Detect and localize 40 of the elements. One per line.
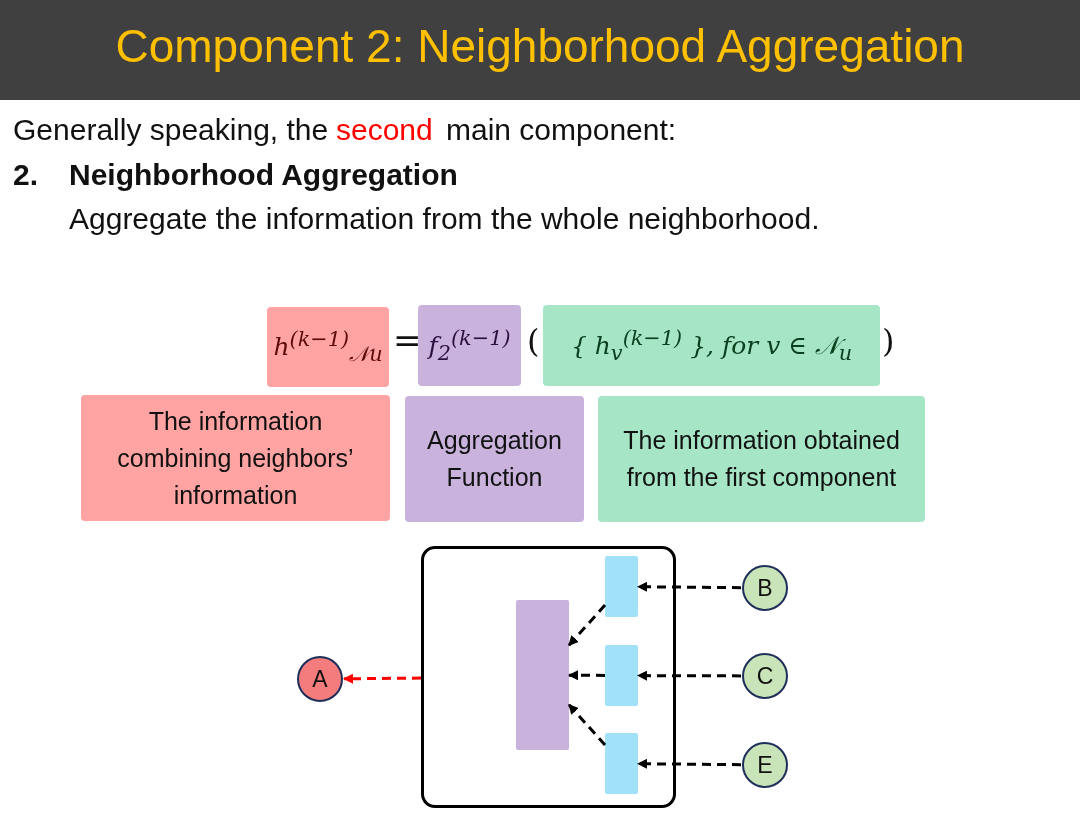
message-bar xyxy=(605,733,638,794)
slide-title: Component 2: Neighborhood Aggregation xyxy=(114,19,966,74)
parenthesis: ) xyxy=(882,322,895,360)
arrow xyxy=(568,670,605,681)
description-box xyxy=(81,395,390,521)
formula-box xyxy=(267,307,389,387)
node-circle xyxy=(297,656,343,702)
body-text: Aggregate the information from the whole neighborhood. xyxy=(69,202,820,236)
list-heading: Neighborhood Aggregation xyxy=(69,158,458,192)
node-letter: E xyxy=(757,750,773,780)
aggregation-bar xyxy=(516,600,569,750)
list-number: 2. xyxy=(13,158,39,192)
arrow xyxy=(343,673,421,684)
arrow xyxy=(637,670,741,681)
equals-sign: = xyxy=(393,320,422,360)
description-text: The information combining neighbors’ information xyxy=(116,405,355,511)
highlight-word: second xyxy=(336,113,433,147)
intro-text: Generally speaking, the xyxy=(13,113,329,147)
formula-box xyxy=(418,305,521,386)
description-text: The information obtained from the first component xyxy=(622,425,901,493)
parenthesis: ( xyxy=(527,322,540,360)
node-letter: C xyxy=(756,661,774,691)
description-box xyxy=(598,396,925,522)
message-bar xyxy=(605,645,638,706)
arrow xyxy=(637,758,741,769)
layer-frame xyxy=(421,546,676,808)
node-letter: B xyxy=(757,573,773,603)
node-letter: A xyxy=(312,664,328,694)
formula-box xyxy=(543,305,880,386)
description-text: Aggregation Function xyxy=(426,425,563,493)
node-circle xyxy=(742,565,788,611)
message-bar xyxy=(605,556,638,617)
intro-text: main component: xyxy=(446,113,677,147)
arrow xyxy=(567,703,607,746)
node-circle xyxy=(742,742,788,788)
description-box xyxy=(405,396,584,522)
arrow xyxy=(637,581,741,592)
arrow xyxy=(567,604,607,647)
formula-text: { h$_{v}$$^{(k−1)}$ }, for v ∈ 𝒩$_{u}$ xyxy=(570,325,853,366)
node-circle xyxy=(742,653,788,699)
